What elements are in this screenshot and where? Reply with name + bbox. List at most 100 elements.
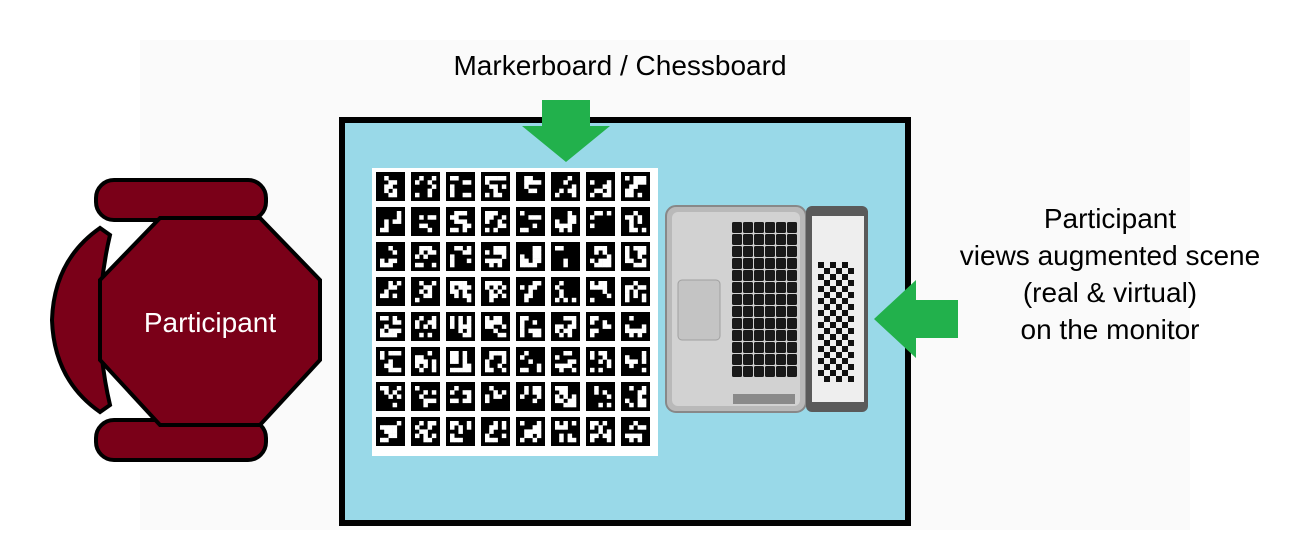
marker-bit [590,223,595,229]
marker-bit [536,250,542,255]
marker-bit [625,254,630,259]
marker-bit [462,219,468,224]
marker-bit [493,188,498,194]
keyboard-key [732,282,742,293]
marker-bit [629,359,634,364]
marker-bit [602,351,608,356]
marker-bit [450,285,455,290]
marker-bit [493,437,498,443]
marker-bit [563,394,568,399]
screen-square [842,310,848,316]
marker-bit [637,332,643,338]
marker-bit [384,332,389,338]
screen-square [842,286,848,292]
marker-bit [493,293,498,299]
marker-bit [485,192,490,198]
marker-bit [423,437,428,443]
marker-bit [641,250,647,255]
marker-bit [633,211,638,216]
marker-bit [559,281,564,286]
marker-bit [606,188,612,194]
screen-square [848,328,854,334]
marker-bit [392,425,398,430]
marker-bit [520,320,525,325]
marker-bit [625,246,630,251]
marker-bit [431,176,437,181]
marker-bit [454,176,459,181]
marker-bit [563,262,568,268]
marker-bit [602,355,608,360]
marker-bit [532,429,538,434]
screen-square [836,352,842,358]
marker-bit [466,363,472,369]
marker-bit [536,254,542,259]
screen-square [836,304,842,310]
marker-bit [637,398,643,404]
marker-bit [485,250,490,255]
marker-bit [625,433,630,439]
marker-bit [454,398,459,404]
marker-bit [559,433,564,439]
marker-bit [462,285,468,290]
marker-bit [606,429,612,434]
marker-bit [419,289,424,294]
marker-bit [532,262,538,268]
marker-bit [528,429,533,434]
marker-bit [427,398,433,404]
keyboard-key [765,294,775,305]
screen-square [824,340,830,346]
marker-bit [606,394,612,399]
marker-bit [633,180,638,185]
monitor-note-line: views augmented scene [959,240,1261,271]
marker-bit [629,363,634,369]
marker-bit [625,215,630,220]
marker-bit [419,176,424,181]
marker-bit [466,258,472,264]
marker-bit [384,316,389,321]
marker-bit [501,324,507,329]
marker-bit [384,262,389,268]
marker-bit [532,281,538,286]
keyboard-key [754,270,764,281]
marker-bit [563,363,568,369]
keyboard-key [765,234,775,245]
marker-bit [641,285,647,290]
marker-bit [427,425,433,430]
marker-bit [559,425,564,430]
marker-bit [489,429,494,434]
marker-bit [524,180,529,185]
keyboard-key [787,234,797,245]
marker-bit [598,246,603,251]
marker-bit [450,215,455,220]
marker-bit [590,180,595,185]
marker-bit [594,262,599,268]
marker-bit [431,215,437,220]
marker-bit [458,281,463,286]
marker-bit [497,250,503,255]
marker-bit [458,316,463,321]
marker-bit [462,390,468,395]
screen-square [830,322,836,328]
marker-bit [419,367,424,373]
marker-bit [555,297,560,303]
marker-bit [637,285,643,290]
marker-bit [388,433,393,439]
screen-square [830,298,836,304]
marker-bit [423,359,428,364]
marker-bit [532,180,538,185]
keyboard-key [776,354,786,365]
marker-bit [384,289,389,294]
marker-bit [524,433,529,439]
marker-bit [567,188,573,194]
marker-bit [458,437,463,443]
marker-bit [493,184,498,189]
marker-bit [396,211,402,216]
marker-bit [571,367,577,373]
marker-bit [392,429,398,434]
marker-bit [637,425,643,430]
marker-bit [594,390,599,395]
marker-bit [489,324,494,329]
marker-bit [602,433,608,439]
keyboard-key [743,258,753,269]
marker-bit [563,316,568,321]
